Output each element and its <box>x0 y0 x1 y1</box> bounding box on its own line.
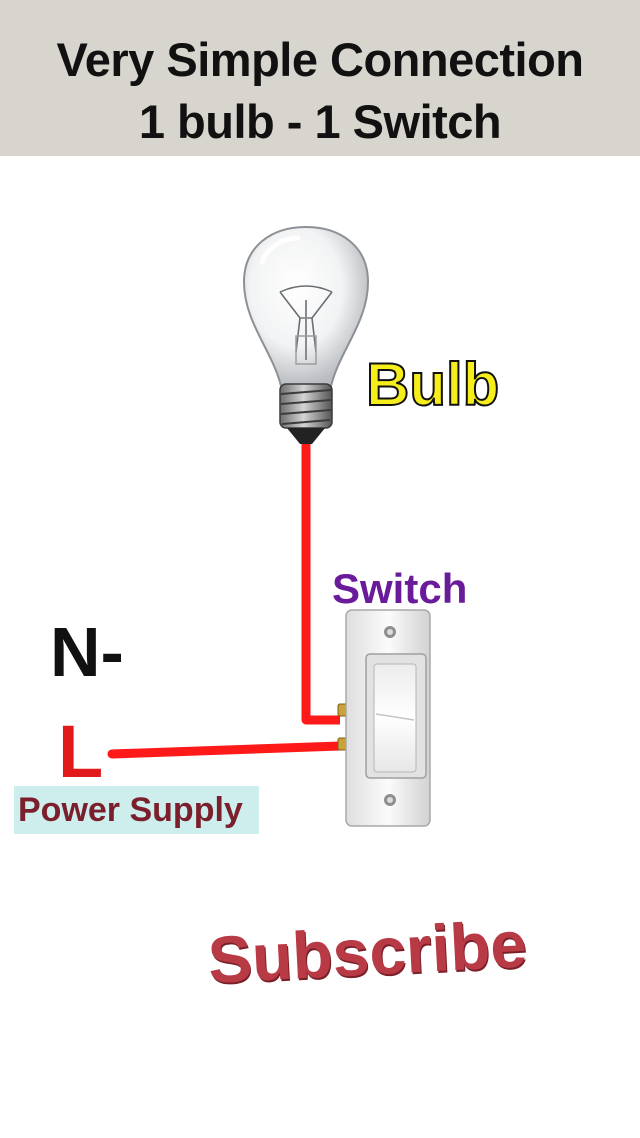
wall-switch-icon <box>337 609 431 827</box>
bulb-label: Bulb <box>365 350 500 419</box>
switch-label: Switch <box>332 565 468 612</box>
neutral-label: N- <box>50 613 124 691</box>
live-label: L <box>58 710 104 793</box>
light-bulb-icon <box>242 225 370 444</box>
subscribe-label: Subscribe <box>206 906 529 997</box>
bulb-to-switch-wire <box>301 440 340 725</box>
title-banner: Very Simple Connection 1 bulb - 1 Switch <box>0 0 640 156</box>
live-wire <box>107 741 345 759</box>
title-line-2: 1 bulb - 1 Switch <box>138 95 502 148</box>
power-supply-label: Power Supply <box>14 786 259 834</box>
title-line-1: Very Simple Connection <box>56 33 584 86</box>
